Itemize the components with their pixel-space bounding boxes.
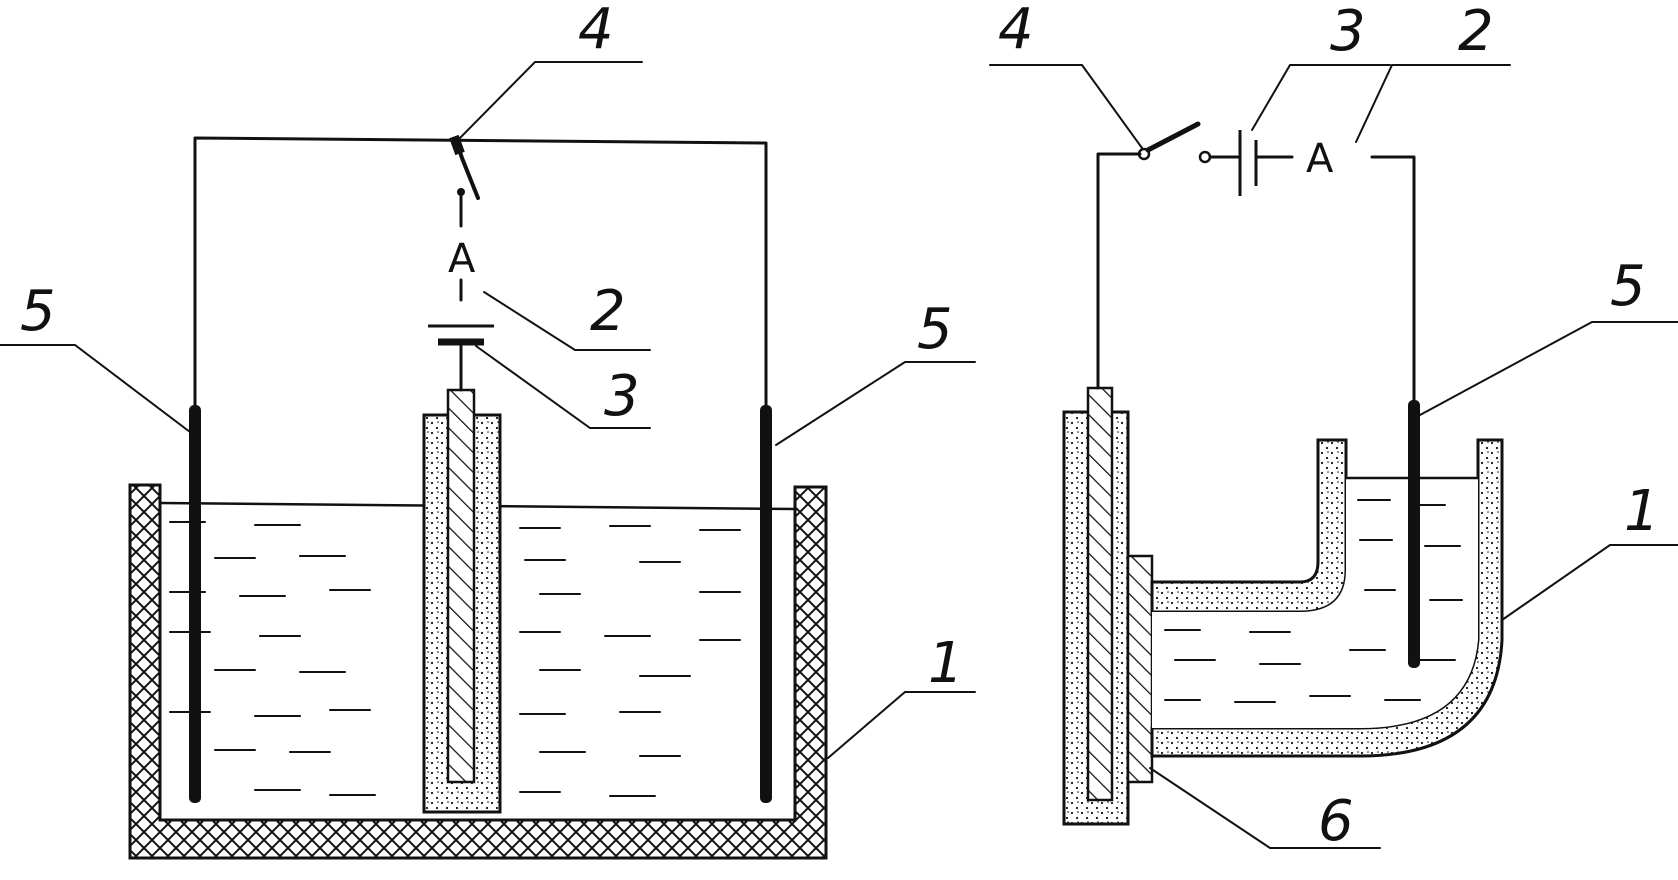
figure-a: A 4 2 3 5 5 1 <box>0 0 976 860</box>
switch-lever-b <box>1145 121 1201 153</box>
ammeter-symbol-b: A <box>1306 136 1334 182</box>
label-battery-b: 3 <box>1330 0 1366 64</box>
wire-left-b <box>1096 152 1142 390</box>
wire-top-a <box>193 136 768 407</box>
label-electrode-right-a: 5 <box>917 297 953 362</box>
leader-lines-b <box>989 64 1678 849</box>
electrode-right-a <box>760 405 772 803</box>
wire-right-b <box>1370 155 1416 402</box>
label-switch-b: 4 <box>998 0 1034 62</box>
electrode-b <box>1408 400 1420 668</box>
label-electrode-left-a: 5 <box>20 279 56 344</box>
leader-lines-a <box>0 61 976 759</box>
label-vessel-a: 1 <box>928 631 964 696</box>
label-ammeter-a: 2 <box>590 279 626 344</box>
label-electrode-b: 5 <box>1610 254 1646 319</box>
label-vessel-b: 1 <box>1624 479 1660 544</box>
rod-a <box>446 388 476 784</box>
ammeter-symbol-a: A <box>448 236 476 282</box>
label-battery-a: 3 <box>604 364 640 429</box>
switch-pivot-b <box>1137 147 1151 161</box>
label-seal-b: 6 <box>1318 789 1354 854</box>
liquid-dashes-b <box>1164 499 1463 703</box>
pipe-wall-b <box>1150 438 1348 614</box>
rod-b <box>1086 386 1114 802</box>
electrode-left-a <box>189 405 201 803</box>
label-switch-a: 4 <box>578 0 614 62</box>
seal-b <box>1126 554 1154 784</box>
figure-b: A 4 3 2 5 1 6 <box>989 0 1678 854</box>
liquid-b <box>1152 478 1478 728</box>
label-ammeter-b: 2 <box>1458 0 1494 64</box>
vessel-a <box>128 483 828 860</box>
